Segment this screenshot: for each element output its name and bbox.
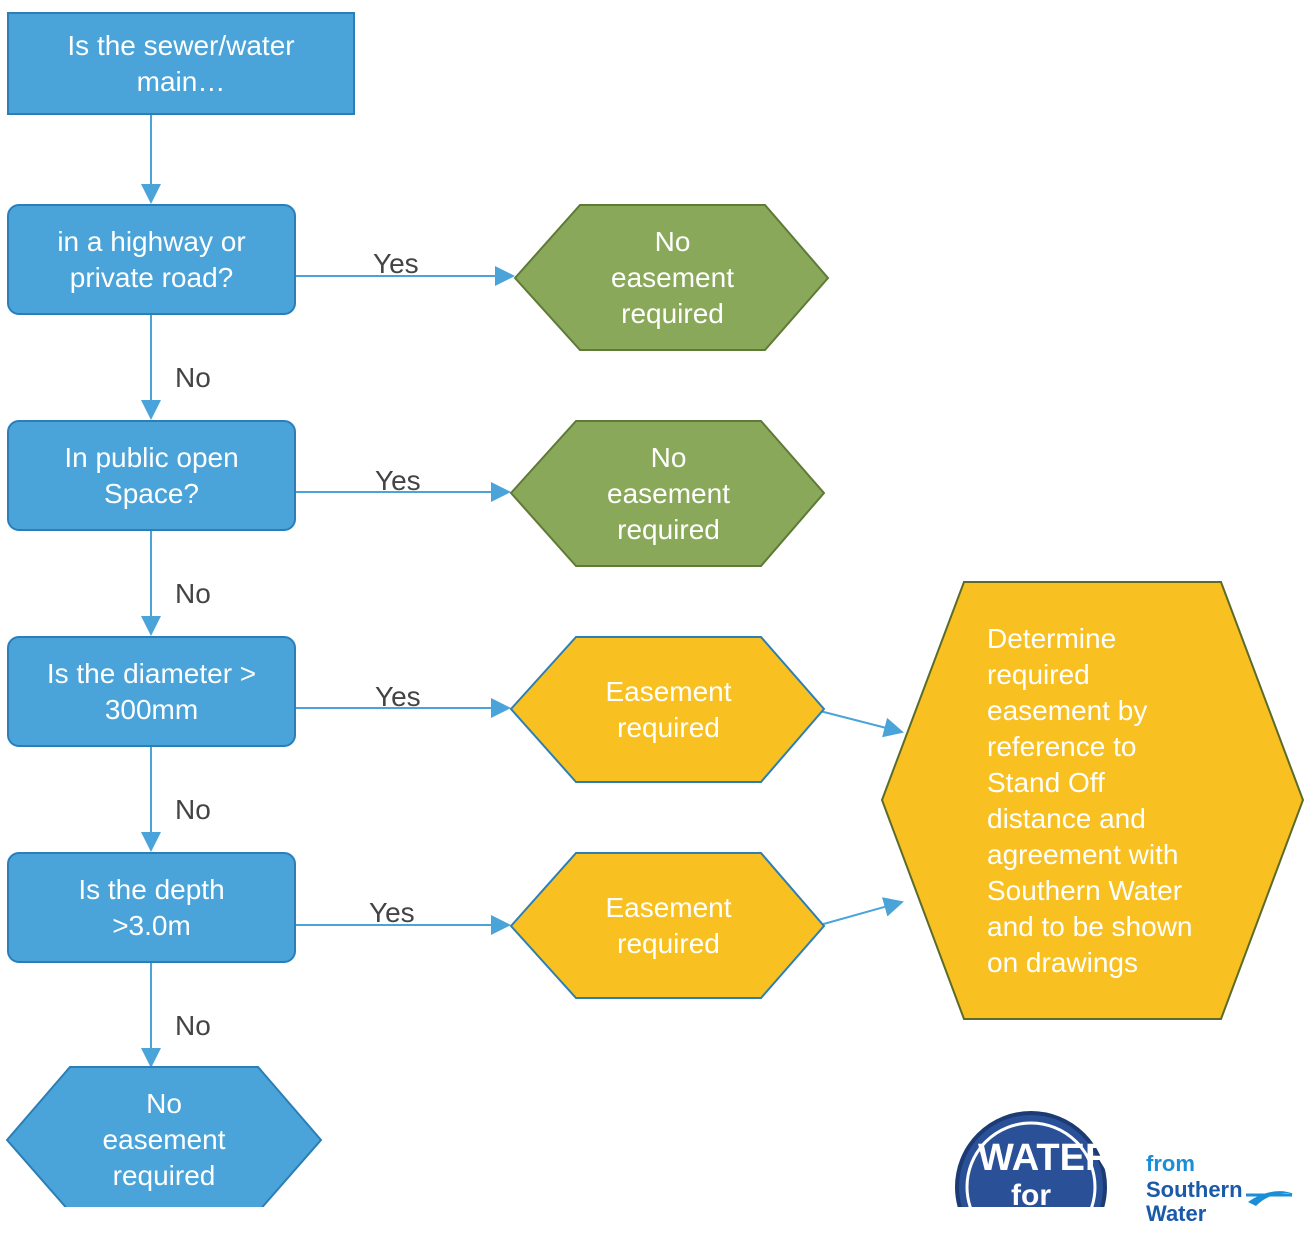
outcome-5-text: No easement required: [102, 1087, 226, 1191]
badge-line2: for LIFE: [998, 1179, 1064, 1244]
no-label-3: No: [175, 794, 211, 825]
connector-outcome4-to-final: [819, 897, 904, 926]
logo-from: from: [1146, 1151, 1195, 1176]
outcome-hexagon-2: [509, 420, 826, 567]
no-label-2: No: [175, 578, 211, 609]
yes-label-3: Yes: [375, 681, 421, 712]
no-label-1: No: [175, 362, 211, 393]
final-hexagon: [880, 581, 1304, 1020]
no-label-4: No: [175, 1010, 211, 1041]
start-text: Is the sewer/water main…: [67, 29, 295, 97]
flowchart-graphics: [5, 115, 1304, 1207]
outcome-4-text: Easement required: [605, 891, 732, 959]
outcome-hexagon-1: [513, 204, 830, 351]
decision-diameter-text: Is the diameter > 300mm: [46, 657, 257, 725]
outcome-hexagon-5: [5, 1066, 323, 1207]
yes-label-1: Yes: [373, 248, 419, 279]
decision-highway-text: in a highway or private road?: [57, 225, 246, 293]
decision-diameter: Is the diameter > 300mm: [7, 636, 296, 747]
logo-water: Water: [1146, 1201, 1207, 1226]
yes-label-2: Yes: [375, 465, 421, 496]
outcome-2-text: No easement required: [607, 441, 730, 545]
southern-water-wave-icon: [1248, 1191, 1294, 1206]
decision-open-space: In public open Space?: [7, 420, 296, 531]
outcome-hexagon-3: [509, 636, 826, 783]
yes-label-4: Yes: [369, 897, 415, 928]
logo-southern: Southern: [1146, 1177, 1243, 1202]
outcome-3-text: Easement required: [605, 675, 732, 743]
decision-depth-text: Is the depth >3.0m: [78, 873, 225, 941]
start-box: Is the sewer/water main…: [7, 12, 355, 115]
outcome-hexagon-4: [509, 852, 826, 999]
decision-depth: Is the depth >3.0m: [7, 852, 296, 963]
decision-highway: in a highway or private road?: [7, 204, 296, 315]
badge-line1: WATER: [978, 1137, 1113, 1179]
connector-outcome3-to-final: [819, 710, 904, 738]
outcome-1-text: No easement required: [611, 225, 734, 329]
decision-open-space-text: In public open Space?: [64, 441, 239, 509]
final-text: Determine required easement by reference…: [987, 622, 1193, 978]
